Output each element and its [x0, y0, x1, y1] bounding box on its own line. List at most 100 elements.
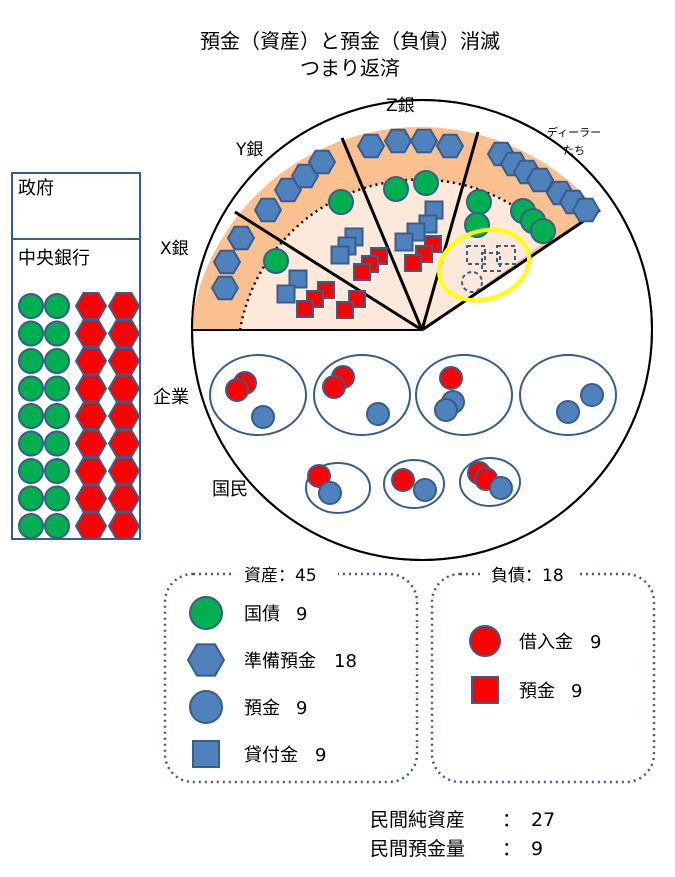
gov-bond-token	[44, 348, 70, 374]
legend-asset-icon	[186, 643, 226, 677]
reserve-liability-token	[107, 484, 141, 513]
reserve-token	[409, 128, 439, 154]
loan-token	[330, 245, 350, 265]
assets-legend-items: 国債 9 準備預金 18 預金 9 貸付金 9	[186, 596, 357, 768]
dealers-label-line2: たち	[563, 144, 585, 157]
legend-asset-value: 9	[296, 604, 307, 625]
gov-bond-token	[44, 403, 70, 429]
deposit-asset-token	[318, 481, 342, 505]
reserve-liability-token	[74, 319, 108, 348]
bank-label-z: Z銀	[386, 96, 415, 116]
net-assets-label: 民間純資産	[370, 809, 465, 831]
gov-bond-token	[18, 320, 44, 347]
deposit-liability-token	[336, 301, 354, 319]
legend-asset-value: 9	[296, 698, 307, 719]
legend-liability-label: 預金	[519, 681, 555, 702]
loan-liability-token	[307, 464, 331, 488]
reserve-liability-token	[74, 457, 108, 485]
gov-bond-token	[383, 176, 409, 202]
title-line2: つまり返済	[300, 56, 400, 80]
legend-asset-label: 国債	[244, 604, 280, 625]
gov-bond-token	[44, 320, 70, 347]
legend-liability-icon	[471, 676, 499, 704]
reserve-liability-token	[74, 484, 108, 513]
reserve-liability-token	[74, 402, 108, 430]
legend-asset-value: 18	[334, 651, 357, 672]
deposit-asset-token	[580, 383, 604, 407]
reserve-token	[525, 167, 555, 193]
loan-liability-token	[391, 468, 415, 492]
deposit-liability-token	[404, 254, 422, 272]
deposit-asset-token	[413, 478, 437, 502]
economy-circle-outline	[191, 99, 653, 561]
net-assets-value: 27	[531, 809, 555, 831]
legend-asset-label: 貸付金	[244, 745, 298, 766]
bank-label-x: X銀	[160, 239, 189, 259]
households-label: 国民	[212, 479, 248, 500]
canceled-deposit-token	[481, 252, 501, 272]
legend-asset-label: 準備預金	[244, 651, 316, 672]
summary: 民間純資産 ： 27 民間預金量 ： 9	[370, 809, 555, 860]
legend-liability-value: 9	[590, 632, 601, 653]
loan-liability-token	[322, 375, 346, 399]
loan-liability-token	[439, 366, 463, 390]
legend-liability-icon	[469, 625, 501, 657]
gov-bond-token	[18, 485, 44, 512]
firms-label: 企業	[153, 387, 189, 408]
deposit-asset-token	[251, 405, 275, 429]
gov-bond-token	[466, 189, 492, 215]
deposit-asset-token	[489, 476, 513, 500]
bank-divider-dealers	[421, 208, 601, 332]
gov-bond-token	[18, 403, 44, 429]
deposit-liability-token	[353, 263, 371, 281]
public-sector: 政府 中央銀行	[11, 172, 141, 540]
deposit-liability-token	[296, 300, 314, 318]
gov-bond-token	[18, 293, 44, 319]
net-assets-separator: ：	[502, 809, 521, 831]
reserve-liability-token	[107, 402, 141, 430]
loan-liability-token	[225, 378, 249, 402]
reserve-token	[356, 133, 386, 159]
gov-bond-token	[530, 218, 556, 244]
reserve-token	[307, 149, 337, 175]
loan-token	[288, 269, 308, 289]
legend-asset-icon	[189, 690, 223, 724]
canceled-deposit-token	[461, 271, 483, 293]
reserve-liability-token	[74, 292, 108, 320]
legend-asset-label: 預金	[244, 698, 280, 719]
deposits-value: 9	[531, 838, 543, 860]
canceled-deposit-highlight	[437, 227, 531, 303]
reserve-token	[383, 128, 413, 154]
reserve-token	[212, 249, 242, 275]
gov-bond-token	[18, 458, 44, 484]
legend-asset-value: 9	[315, 745, 326, 766]
legend-liability-label: 借入金	[519, 632, 573, 653]
gov-bond-token	[18, 375, 44, 402]
reserve-token	[253, 197, 283, 223]
loan-token	[276, 284, 296, 304]
bank-label-y: Y銀	[235, 140, 263, 160]
bank-inner-dotted-arc	[238, 178, 553, 331]
reserve-liability-token	[74, 347, 108, 375]
gov-bond-token	[413, 170, 439, 196]
deposits-label: 民間預金量	[370, 838, 465, 860]
deposit-asset-token	[366, 402, 390, 426]
bank-divider-x-y	[234, 210, 423, 332]
reserve-liability-token	[107, 457, 141, 485]
gov-bond-token	[44, 430, 70, 457]
assets-header-bg	[232, 562, 338, 586]
reserve-token	[571, 197, 601, 223]
firm-3	[415, 354, 513, 436]
title-line1: 預金（資産）と預金（負債）消滅	[200, 29, 500, 53]
bank-divider-z-d	[420, 131, 480, 331]
firm-1	[209, 354, 307, 436]
deposit-asset-token	[556, 400, 580, 424]
reserve-liability-token	[107, 347, 141, 375]
nonbank-tokens	[225, 365, 604, 505]
reserve-token	[226, 225, 256, 251]
gov-bond-token	[44, 513, 70, 539]
dealers-label-line1: ディーラー	[547, 125, 601, 139]
